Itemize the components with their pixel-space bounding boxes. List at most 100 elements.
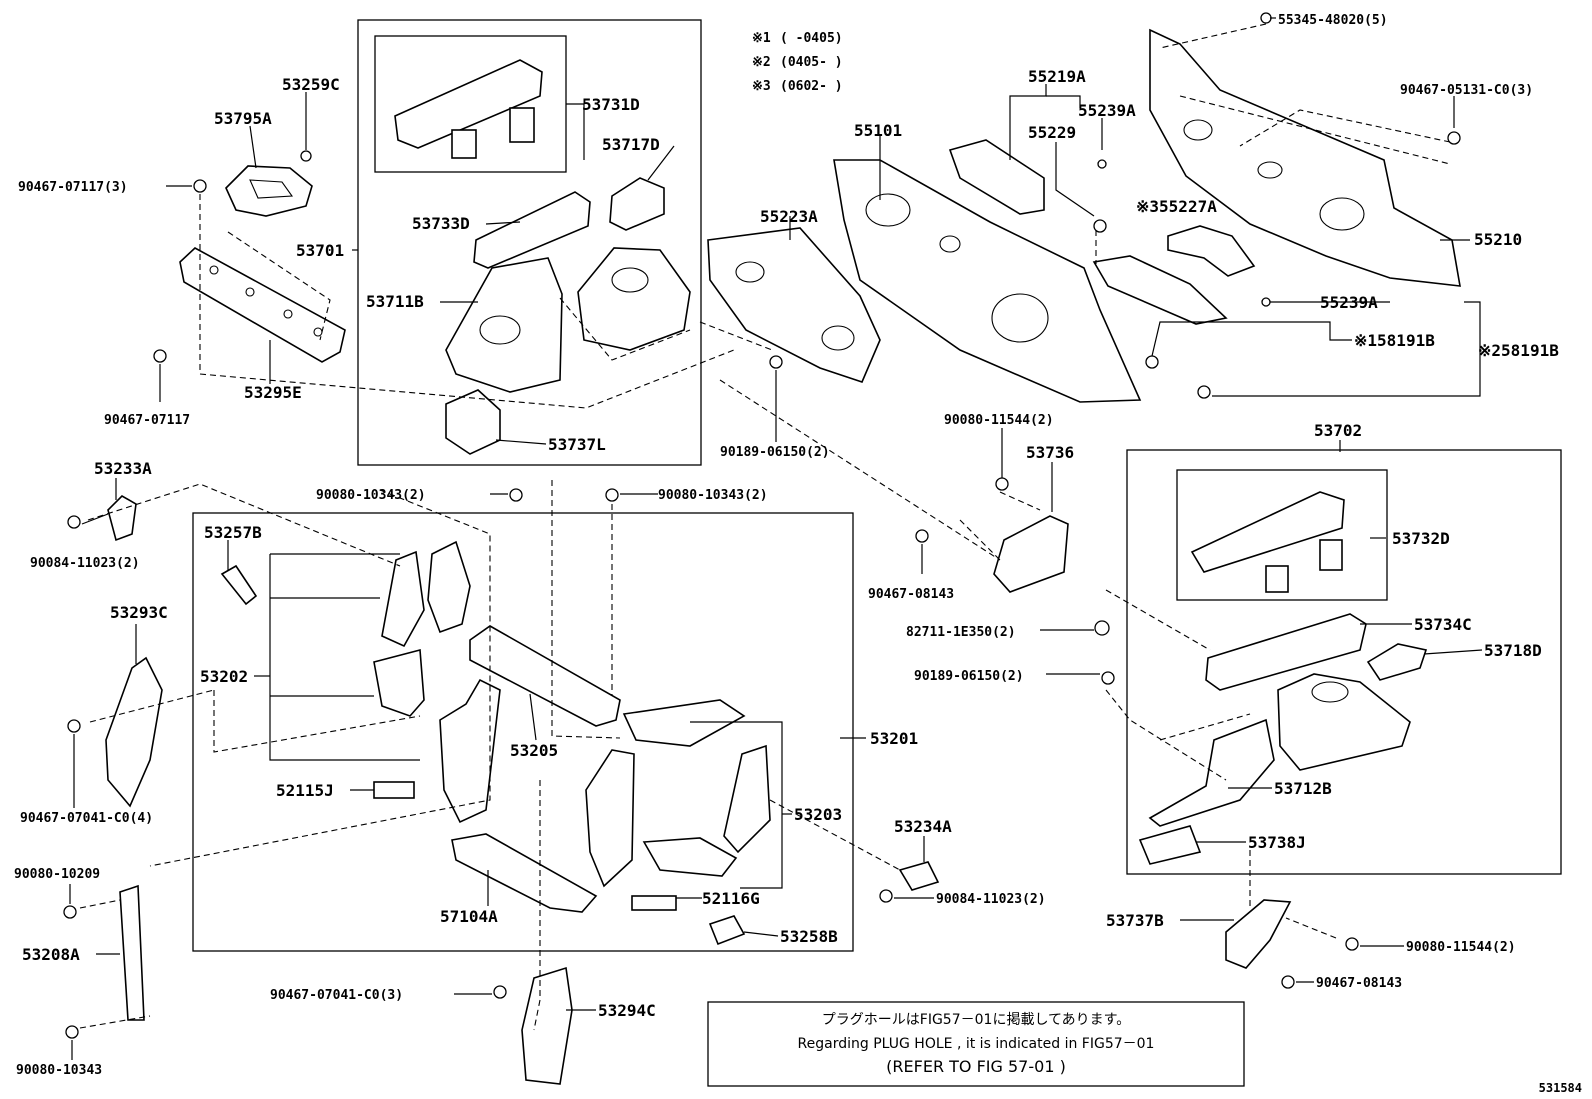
label-53234A: 53234A: [894, 817, 952, 836]
fastener-clip: [1101, 671, 1115, 685]
part-55101-hole: [991, 293, 1049, 343]
leader-line: [81, 513, 109, 525]
leader-line: [1423, 649, 1483, 655]
alignment-line: [87, 483, 401, 567]
label-90080-10209: 90080-10209: [14, 867, 100, 882]
plug-hole-note-japanese: プラグホールはFIG57－01に掲載してあります。: [822, 1012, 1130, 1028]
variant-range-2: (0405- ): [780, 55, 843, 70]
label-90467-07041-3: 90467-07041-C0(3): [270, 988, 403, 1003]
alignment-line: [1239, 109, 1451, 147]
label-55219A: 55219A: [1028, 67, 1086, 86]
alignment-line: [227, 231, 331, 341]
label-90084-11023-b: 90084-11023(2): [936, 892, 1046, 907]
part-53295E-hole: [313, 327, 323, 337]
label-53795A: 53795A: [214, 109, 272, 128]
alignment-line: [999, 491, 1041, 511]
fastener-harness-clamp: [1094, 620, 1110, 636]
label-90467-08143-b: 90467-08143: [1316, 976, 1402, 991]
fastener-bolt: [509, 488, 523, 502]
part-53295E-hole: [209, 265, 219, 275]
leader-line: [1151, 321, 1352, 357]
part-53257B: [220, 564, 258, 606]
label-55345-48020: 55345-48020(5): [1278, 13, 1388, 28]
part-53795A-detail: [249, 179, 294, 199]
leader-line: [269, 554, 420, 761]
part-55101-hole: [939, 235, 961, 253]
part-53294C: [521, 966, 573, 1085]
subgroup-box-53732D: [1176, 469, 1388, 601]
alignment-line: [79, 1015, 151, 1029]
label-52116G: 52116G: [702, 889, 760, 908]
label-55239A-mid: 55239A: [1320, 293, 1378, 312]
part-52115J: [373, 781, 415, 799]
alignment-line: [1159, 23, 1267, 49]
label-57104A: 57104A: [440, 907, 498, 926]
note-box-plug-hole: [707, 1001, 1245, 1087]
label-53233A: 53233A: [94, 459, 152, 478]
part-53293C: [105, 656, 163, 808]
part-53731D-nut-plate: [509, 107, 535, 143]
label-53712B: 53712B: [1274, 779, 1332, 798]
part-53295E: [179, 247, 346, 363]
fastener-clip: [1281, 975, 1295, 989]
label-53736: 53736: [1026, 443, 1074, 462]
label-53731D: 53731D: [582, 95, 640, 114]
fastener-clip: [300, 150, 312, 162]
part-55210-hole: [1319, 197, 1365, 231]
fastener-bolt: [995, 477, 1009, 491]
fastener-bolt: [605, 488, 619, 502]
label-53718D: 53718D: [1484, 641, 1542, 660]
part-dash-insulator-lower: [1092, 255, 1228, 325]
figure-code: 531584: [1539, 1081, 1582, 1095]
label-53201: 53201: [870, 729, 918, 748]
part-55210: [1149, 28, 1461, 287]
leader-line: [529, 693, 537, 741]
part-53203: [723, 744, 771, 854]
leader-line: [249, 125, 257, 169]
label-90467-08143-a: 90467-08143: [868, 587, 954, 602]
label-55210: 55210: [1474, 230, 1522, 249]
part-53202-side: [439, 678, 501, 824]
alignment-line: [1179, 95, 1451, 165]
label-53734C: 53734C: [1414, 615, 1472, 634]
part-53234A: [898, 861, 940, 891]
part-apron-upper-left: [577, 247, 691, 351]
part-53731D: [394, 59, 543, 149]
part-53201-stay: [642, 837, 738, 877]
alignment-line: [199, 194, 735, 409]
alignment-line: [551, 480, 621, 739]
part-55229: [948, 139, 1045, 215]
label-53701: 53701: [296, 241, 344, 260]
part-53734C: [1205, 613, 1367, 691]
leader-line: [495, 439, 547, 445]
label-90080-11544-a: 90080-11544(2): [944, 413, 1054, 428]
leader-line: [743, 931, 779, 937]
fastener-clip: [1145, 355, 1159, 369]
part-53732D: [1190, 491, 1345, 573]
part-53202-lower: [373, 648, 425, 717]
part-53208A: [119, 884, 145, 1021]
leader-line: [1055, 142, 1095, 217]
part-53258B: [708, 915, 746, 946]
part-55210-hole: [1257, 161, 1283, 179]
group-box-53201: [192, 512, 854, 952]
alignment-line: [719, 379, 1001, 561]
label-55239A-top: 55239A: [1078, 101, 1136, 120]
alignment-line: [213, 690, 421, 753]
label-52115J: 52115J: [276, 781, 334, 800]
alignment-line: [1105, 589, 1211, 651]
label-55223A: 55223A: [760, 207, 818, 226]
variant-range-3: (0602- ): [780, 79, 843, 94]
leader-line: [566, 103, 585, 160]
part-55101-hole: [865, 193, 911, 227]
label-90084-11023-a: 90084-11023(2): [30, 556, 140, 571]
part-53711B-hole: [479, 315, 521, 345]
fastener-clip: [1097, 159, 1107, 169]
label-58191B-variant2: ※258191B: [1478, 341, 1559, 360]
variant-mark-1: ※1: [752, 31, 771, 46]
label-90189-06150-b: 90189-06150(2): [914, 669, 1024, 684]
label-53738J: 53738J: [1248, 833, 1306, 852]
group-box-53701: [357, 19, 702, 466]
